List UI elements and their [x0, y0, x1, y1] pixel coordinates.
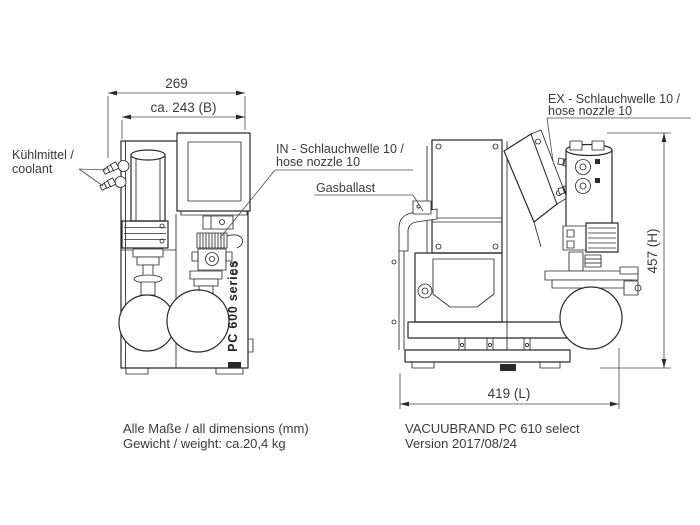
label-inlet: IN - Schlauchwelle 10 / hose nozzle 10 [219, 142, 413, 239]
side-base [404, 321, 571, 371]
version-text: Version 2017/08/24 [405, 436, 517, 451]
left-flask-joint [132, 248, 164, 296]
dimension-top-body: ca. 243 (B) [121, 100, 245, 139]
side-pump-casing [426, 139, 503, 254]
front-flask-right [166, 289, 230, 353]
weight-note: Gewicht / weight: ca.20,4 kg [123, 436, 286, 451]
side-flask [559, 286, 623, 350]
dim-width-body: ca. 243 (B) [150, 100, 216, 115]
exhaust-label-line1: EX - Schlauchwelle 10 / [548, 92, 681, 106]
gasballast-valve [398, 200, 438, 252]
label-coolant: Kühlmittel / coolant [12, 148, 107, 187]
side-lower-frame [414, 252, 503, 323]
label-exhaust: EX - Schlauchwelle 10 / hose nozzle 10 [546, 92, 691, 162]
coolant-label-line1: Kühlmittel / [12, 148, 74, 162]
dim-height: 457 (H) [645, 228, 660, 273]
dimension-top-outer: 269 [107, 76, 246, 158]
coolant-nozzles [99, 160, 130, 191]
series-marking: PC 600 series [226, 260, 240, 352]
side-ribbed-block [562, 222, 619, 253]
exhaust-label-line2: hose nozzle 10 [548, 104, 632, 118]
controller-display [176, 132, 251, 216]
gasballast-label: Gasballast [316, 181, 376, 195]
label-gasballast: Gasballast [314, 181, 424, 212]
notes-block: Alle Maße / all dimensions (mm) Gewicht … [123, 421, 309, 451]
inlet-label-line1: IN - Schlauchwelle 10 / [276, 142, 404, 156]
side-flask-joint [544, 251, 642, 301]
side-slanted-panel [503, 129, 568, 248]
dimension-height: 457 (H) [600, 132, 671, 369]
side-left-wall [391, 251, 405, 350]
title-block: VACUUBRAND PC 610 select Version 2017/08… [405, 421, 580, 451]
dim-length: 419 (L) [488, 386, 531, 401]
side-view [391, 129, 642, 371]
dim-width-outer: 269 [165, 76, 188, 91]
dimension-length: 419 (L) [399, 348, 620, 409]
dimensions-note: Alle Maße / all dimensions (mm) [123, 421, 309, 436]
inlet-label-line2: hose nozzle 10 [276, 155, 360, 169]
coolant-label-line2: coolant [12, 162, 53, 176]
front-view: PC 600 series [99, 132, 254, 375]
product-title: VACUUBRAND PC 610 select [405, 421, 580, 436]
side-separator-cylinder [557, 140, 613, 233]
front-catchpot-cylinder [130, 149, 166, 222]
front-ribbed-block [121, 220, 169, 249]
